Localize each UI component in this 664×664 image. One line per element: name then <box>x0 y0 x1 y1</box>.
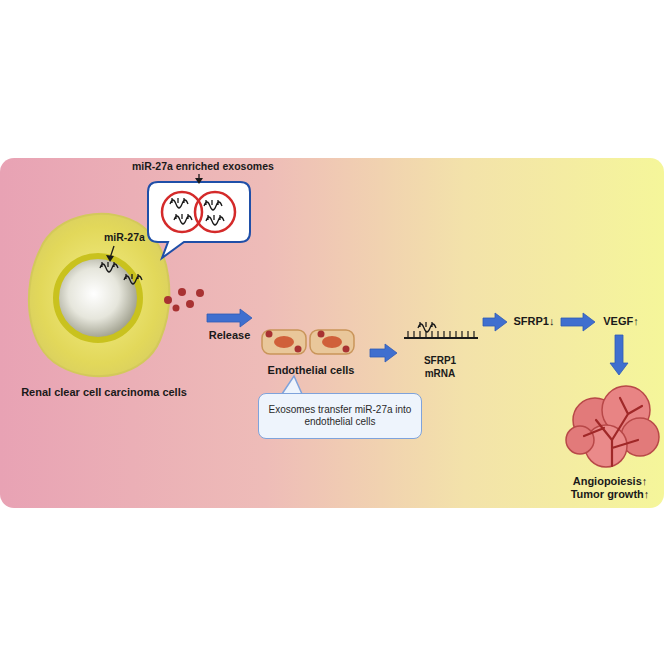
mrna-bases <box>408 331 474 338</box>
leader-arrowhead <box>106 255 114 262</box>
mirna-symbol <box>174 214 192 224</box>
leader-arrowhead <box>195 178 203 184</box>
node-text: Tumor growth↑ <box>571 488 650 502</box>
nucleus <box>56 256 140 340</box>
node-text: SFRP1↓ <box>514 315 555 329</box>
node-text: SFRP1 mRNA <box>417 355 463 380</box>
mirna-symbol <box>418 322 436 332</box>
endothelial-cell <box>262 330 306 354</box>
node-text: Exosomes transfer miR-27a into endotheli… <box>265 404 415 429</box>
mirna-symbol <box>124 274 142 284</box>
edge-label: Release <box>209 329 251 341</box>
mirna-symbol <box>170 198 188 208</box>
node-text: Angiopoiesis↑ <box>573 475 648 489</box>
exosome <box>195 192 235 232</box>
annotation-label: miR-27a enriched exosomes <box>132 160 274 172</box>
block-arrow <box>483 313 507 331</box>
callout-tail <box>282 376 302 394</box>
protein-label: SFRP1↓ <box>510 312 558 332</box>
nucleus <box>274 336 294 348</box>
cell-group-node: Endothelial cells <box>255 300 367 378</box>
node-text: Renal clear cell carcinoma cells <box>21 386 187 400</box>
nucleus <box>322 336 342 348</box>
outcome-node: Angiopoiesis↑Tumor growth↑ <box>560 378 660 502</box>
mrna-strand <box>404 337 478 339</box>
endothelial-cell <box>310 330 354 354</box>
tumor-illustration <box>566 386 659 467</box>
speech-bubble <box>148 182 250 258</box>
callout-box: Exosomes transfer miR-27a into endotheli… <box>258 393 422 439</box>
exosome-dots <box>164 288 204 312</box>
mirna-symbol <box>100 262 118 272</box>
block-arrow <box>370 344 397 362</box>
block-arrow <box>610 335 628 375</box>
node-text: Endothelial cells <box>268 364 355 378</box>
tumor-cell <box>29 214 169 376</box>
annotation-label: miR-27a <box>104 231 145 243</box>
exosome-dots <box>266 331 350 353</box>
block-arrow <box>561 313 595 331</box>
mrna-node: SFRP1 mRNA <box>400 318 480 380</box>
protein-label: VEGF↑ <box>598 312 644 332</box>
background-panel <box>0 158 664 508</box>
node-text: VEGF↑ <box>603 315 638 329</box>
block-arrow <box>207 309 252 327</box>
mirna-symbol <box>206 215 224 225</box>
mirna-symbol <box>204 200 222 210</box>
